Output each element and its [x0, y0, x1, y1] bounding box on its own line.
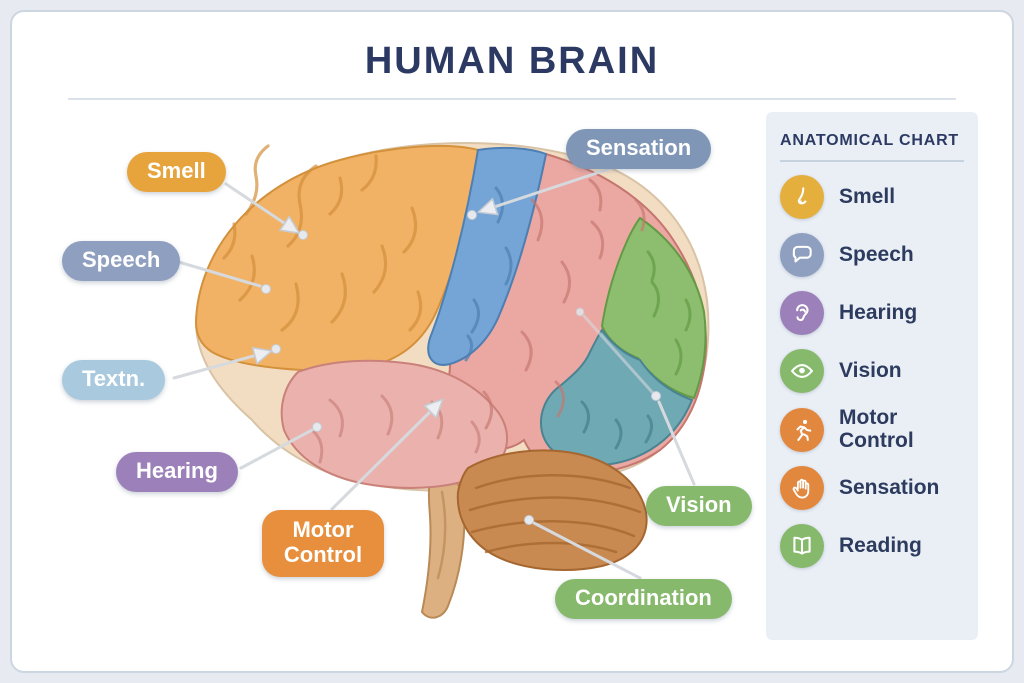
legend-rule [780, 160, 964, 162]
legend-label: Motor Control [839, 406, 914, 452]
open-book-icon [793, 537, 811, 555]
label-speech: Speech [62, 241, 181, 281]
running-person-icon [796, 419, 812, 441]
legend-label: Speech [839, 242, 914, 266]
label-coordination: Coordination [555, 579, 732, 619]
legend-icon-vision [780, 349, 824, 393]
legend-item-smell: Smell [780, 168, 968, 226]
legend-icon-sensation [780, 466, 824, 511]
legend-icon-smell [780, 175, 824, 219]
legend-icon-reading [780, 524, 824, 569]
anatomical-chart-panel: ANATOMICAL CHART Smell Speech Hearing [766, 112, 978, 640]
legend-label: Hearing [839, 300, 918, 324]
legend-label: Vision [839, 358, 902, 382]
legend-item-sensation: Sensation [780, 459, 968, 517]
label-textn: Textn. [62, 360, 166, 400]
label-motor-control: Motor Control [262, 510, 384, 578]
ear-icon [796, 304, 809, 322]
legend-label: Reading [839, 534, 922, 557]
eye-icon [791, 364, 813, 378]
label-vision: Vision [646, 486, 752, 526]
legend-icon-hearing [780, 291, 824, 335]
legend-item-speech: Speech [780, 226, 968, 284]
speech-bubble-icon [792, 245, 812, 263]
legend-item-motor-control: Motor Control [780, 400, 968, 459]
legend-label: Sensation [839, 476, 940, 499]
legend-heading: ANATOMICAL CHART [780, 132, 960, 149]
legend-icon-speech [780, 233, 824, 277]
legend-item-vision: Vision [780, 342, 968, 400]
title-divider [68, 98, 956, 100]
legend-item-hearing: Hearing [780, 284, 968, 342]
page-title: HUMAN BRAIN [364, 40, 660, 82]
nose-icon [797, 187, 807, 205]
label-smell: Smell [127, 152, 226, 192]
legend-label: Smell [839, 184, 896, 208]
legend-item-reading: Reading [780, 517, 968, 575]
label-sensation: Sensation [566, 129, 712, 169]
label-hearing: Hearing [116, 452, 238, 492]
raised-hand-icon [792, 479, 810, 499]
legend-icon-motor-control [780, 407, 824, 452]
